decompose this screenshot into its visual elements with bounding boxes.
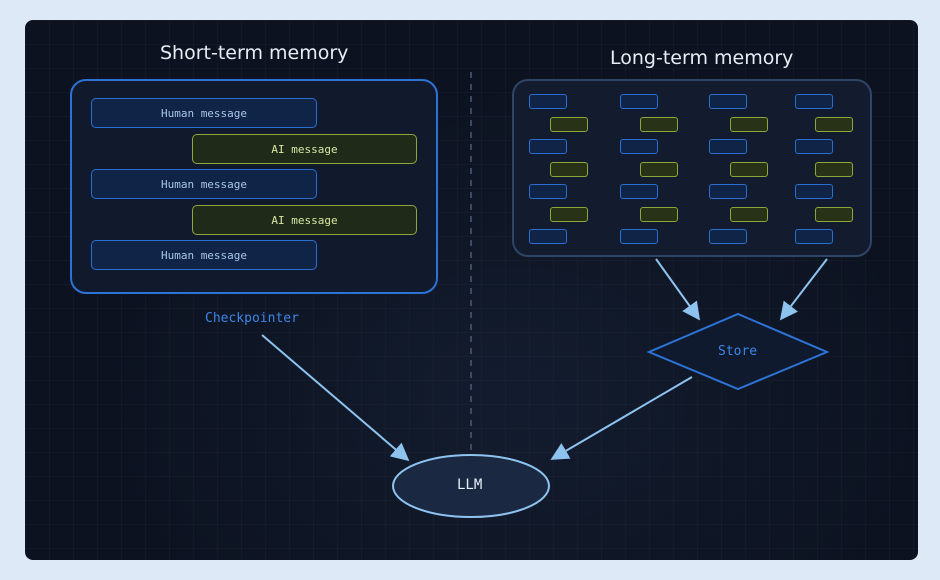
stored-human-item (620, 139, 658, 154)
connectors-layer (261, 72, 830, 518)
ai-message-2: AI message (192, 205, 417, 235)
llm-label: LLM (457, 477, 483, 493)
stored-ai-item (640, 207, 678, 222)
human-message-2: Human message (91, 169, 317, 199)
stored-ai-item (730, 207, 768, 222)
stored-human-item (795, 139, 833, 154)
stored-ai-item (815, 162, 853, 177)
stored-ai-item (550, 162, 588, 177)
stored-human-item (529, 229, 567, 244)
stored-human-item (620, 184, 658, 199)
stored-human-item (620, 94, 658, 109)
stored-ai-item (730, 162, 768, 177)
stored-human-item (529, 94, 567, 109)
arrow-checkpointer-to-llm (261, 334, 410, 462)
stored-human-item (795, 184, 833, 199)
stored-ai-item (730, 117, 768, 132)
stored-ai-item (550, 207, 588, 222)
store-diamond (646, 312, 830, 391)
stored-ai-item (640, 162, 678, 177)
stored-ai-item (815, 207, 853, 222)
stored-human-item (709, 184, 747, 199)
stored-ai-item (815, 117, 853, 132)
arrow-longterm-to-store-left (655, 258, 701, 321)
store-label: Store (718, 344, 758, 359)
human-message-1: Human message (91, 98, 317, 128)
stored-human-item (709, 229, 747, 244)
stored-ai-item (640, 117, 678, 132)
long-term-memory-title: Long-term memory (610, 47, 794, 69)
stored-human-item (620, 229, 658, 244)
stored-ai-item (550, 117, 588, 132)
llm-ellipse (392, 454, 550, 518)
short-term-memory-title: Short-term memory (160, 42, 349, 64)
arrow-longterm-to-store-right (779, 258, 828, 321)
stored-human-item (529, 139, 567, 154)
human-message-3: Human message (91, 240, 317, 270)
arrow-store-to-llm (550, 376, 693, 460)
stored-human-item (795, 229, 833, 244)
stored-human-item (709, 94, 747, 109)
ai-message-1: AI message (192, 134, 417, 164)
checkpointer-label: Checkpointer (205, 311, 299, 326)
stored-human-item (795, 94, 833, 109)
stored-human-item (709, 139, 747, 154)
stored-human-item (529, 184, 567, 199)
